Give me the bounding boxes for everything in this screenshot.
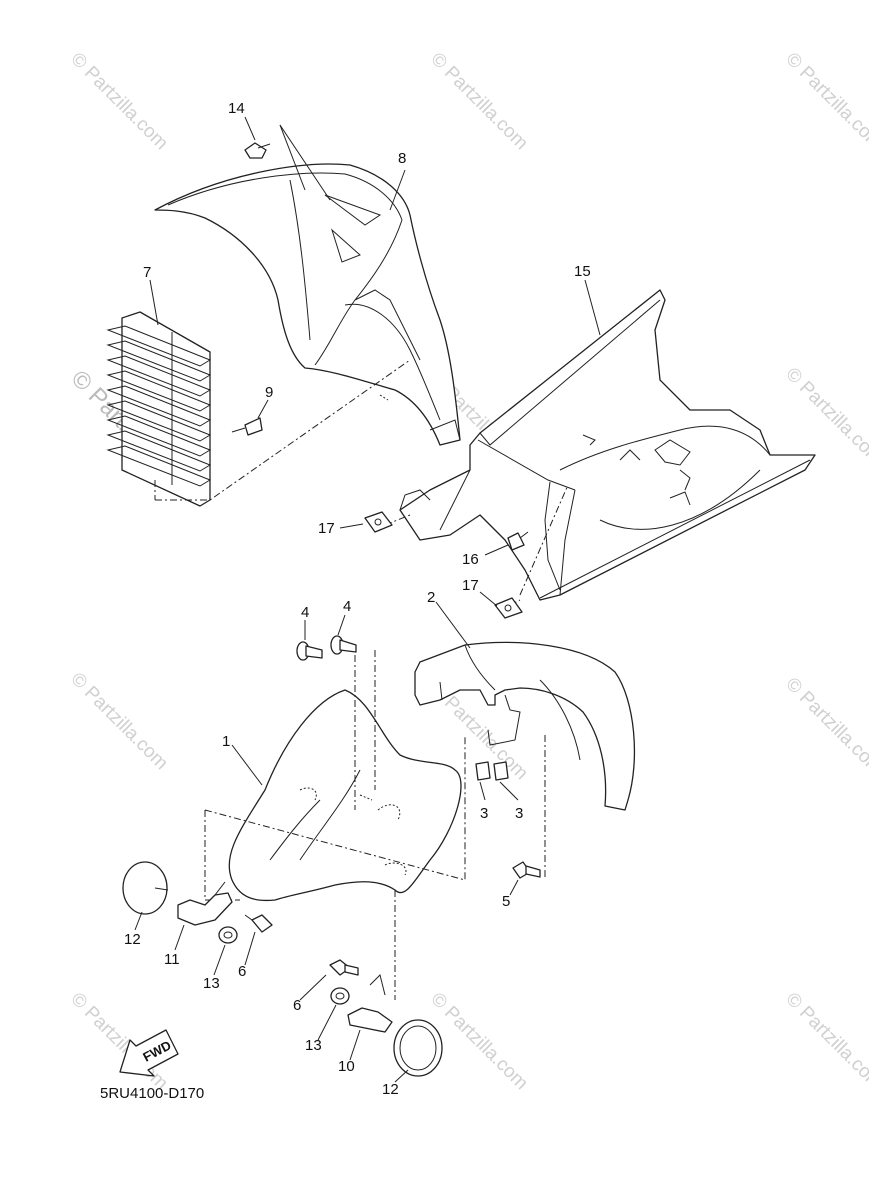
- callout-14: 14: [228, 100, 245, 117]
- callout-5: 5: [502, 893, 510, 910]
- cap-12-left: [122, 861, 169, 915]
- watermark-text: © Partzilla.com: [781, 674, 869, 779]
- screw-16: [507, 531, 529, 551]
- nut-13-left: [218, 926, 238, 944]
- watermark-text: © Partzilla.com: [781, 989, 869, 1094]
- callout-6-left: 6: [238, 963, 246, 980]
- fasteners: [122, 142, 541, 1077]
- callout-1: 1: [222, 733, 230, 750]
- callout-7: 7: [143, 264, 151, 281]
- callout-3-right: 3: [515, 805, 523, 822]
- part-2-inner-fender: [414, 641, 636, 811]
- watermark-text: © Partzilla.com: [66, 49, 171, 154]
- callout-12-left: 12: [124, 931, 141, 948]
- callout-labels: 14 8 7 9 15 17 16 17 2 4 4 1 3 3 5 12 11…: [124, 100, 591, 1098]
- assembly-lines: [154, 359, 569, 1000]
- callout-13-right: 13: [305, 1037, 322, 1054]
- bolt-4-left: [296, 641, 323, 661]
- watermark-text: © Partzilla.com: [426, 989, 531, 1094]
- bolt-4-right: [330, 635, 357, 655]
- nut-13-right: [330, 987, 350, 1005]
- screw-9: [231, 417, 263, 436]
- bolt-6-left: [244, 914, 273, 933]
- bracket-10: [347, 974, 393, 1033]
- part-15-leg-shield: [399, 289, 816, 601]
- callout-17-upper: 17: [318, 520, 335, 537]
- callout-9: 9: [265, 384, 273, 401]
- part-7-grille: [106, 311, 212, 507]
- bracket-11: [177, 881, 233, 926]
- callout-3-left: 3: [480, 805, 488, 822]
- callout-15: 15: [574, 263, 591, 280]
- callout-8: 8: [398, 150, 406, 167]
- callout-4-left: 4: [301, 604, 309, 621]
- cap-12-right: [393, 1019, 443, 1077]
- clip-3-right: [493, 761, 509, 781]
- watermark-text: © Partzilla.com: [781, 49, 869, 154]
- callout-10: 10: [338, 1058, 355, 1075]
- callout-17-lower: 17: [462, 577, 479, 594]
- screw-14: [244, 142, 271, 159]
- clip-17-lower: [494, 597, 523, 619]
- bolt-6-right: [329, 959, 359, 976]
- part-1-front-fender: [228, 689, 462, 902]
- callout-6-right: 6: [293, 997, 301, 1014]
- callout-2: 2: [427, 589, 435, 606]
- clip-3-left: [475, 761, 491, 781]
- watermark-text: © Partzilla.com: [426, 49, 531, 154]
- diagram-code: 5RU4100-D170: [100, 1085, 204, 1102]
- callout-12-right: 12: [382, 1081, 399, 1098]
- bolt-5: [512, 861, 541, 879]
- callout-11: 11: [164, 951, 180, 968]
- watermark-text: © Partzilla.com: [66, 669, 171, 774]
- leader-lines: [134, 116, 601, 1083]
- callout-4-right: 4: [343, 598, 351, 615]
- callout-16: 16: [462, 551, 479, 568]
- clip-17-upper: [364, 511, 393, 533]
- watermark-text: © Partzilla.com: [781, 364, 869, 469]
- part-8-inner-panel: [154, 163, 461, 446]
- callout-13-left: 13: [203, 975, 220, 992]
